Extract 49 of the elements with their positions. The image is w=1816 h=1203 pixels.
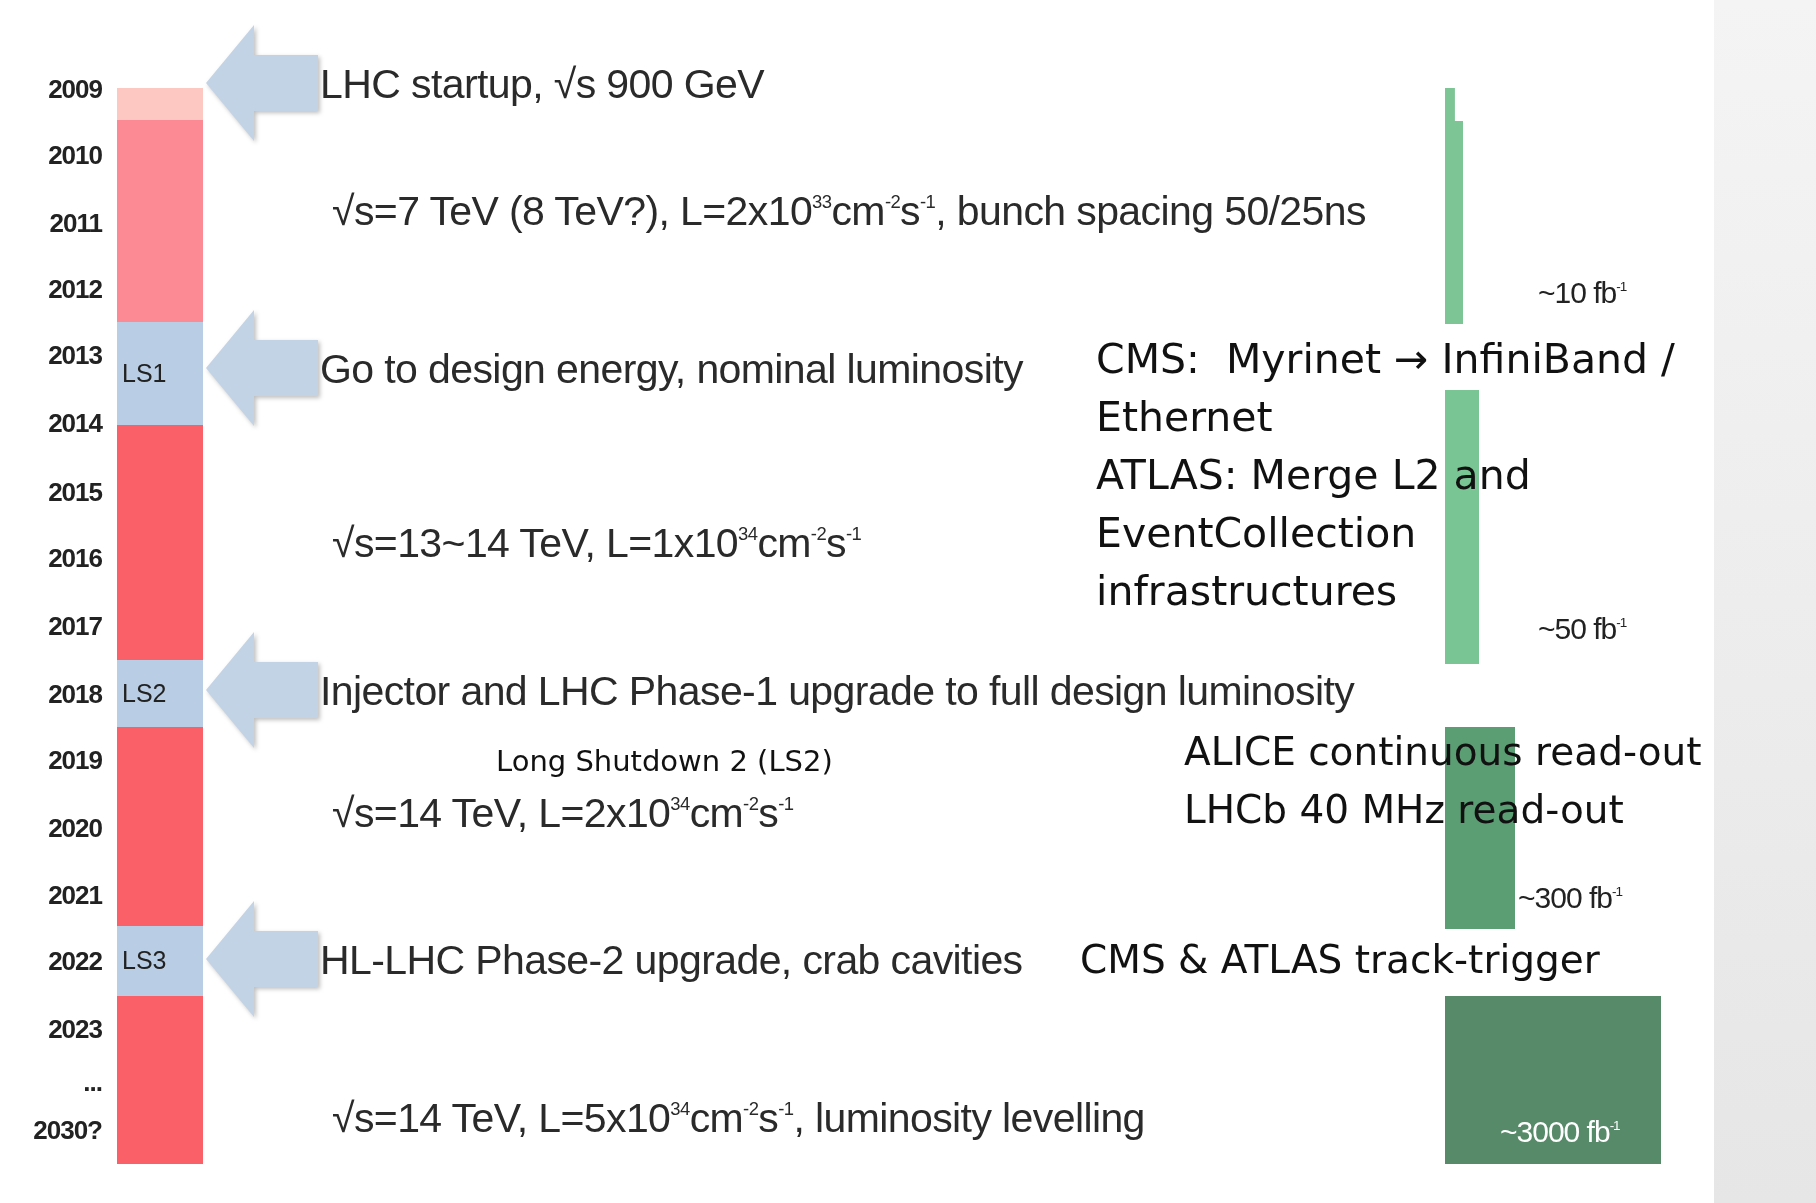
parameter-text: √s=13~14 TeV, L=1x10$^{34}$cm$^{-2}$s$^{-1}$	[332, 520, 862, 568]
note-text: CMS & ATLAS track-trigger	[1080, 938, 1600, 983]
event-text: Go to design energy, nominal luminosity	[320, 346, 1023, 394]
luminosity-label: ~3000 fb$^{-1}$	[1500, 1115, 1620, 1150]
year-label: 2021	[47, 881, 102, 911]
timeline-segment	[117, 88, 203, 120]
parameter-text: √s=14 TeV, L=2x10$^{34}$cm$^{-2}$s$^{-1}$	[332, 790, 794, 838]
block-arrow	[206, 901, 318, 1017]
year-label: 2016	[47, 544, 102, 574]
year-label: 2020	[47, 814, 102, 844]
timeline-segment	[117, 727, 203, 926]
shutdown-label: LS1	[122, 358, 167, 388]
year-label: 2030?	[32, 1116, 102, 1146]
timeline-segment	[117, 425, 203, 660]
year-label: 2015	[47, 478, 102, 508]
luminosity-bar	[1445, 88, 1463, 324]
luminosity-label: ~10 fb$^{-1}$	[1538, 276, 1627, 311]
block-arrow	[206, 310, 318, 426]
year-label: 2010	[47, 141, 102, 171]
year-label: 2011	[48, 209, 102, 239]
timeline-segment	[117, 996, 203, 1164]
year-label: ...	[82, 1068, 102, 1098]
block-arrow	[206, 25, 318, 141]
year-label: 2009	[47, 75, 102, 105]
note-text: CMS: Myrinet → InfiniBand / Ethernet	[1096, 334, 1676, 443]
year-label: 2018	[47, 680, 102, 710]
event-text: LHC startup, √s 900 GeV	[320, 61, 764, 109]
timeline-segment	[117, 926, 203, 996]
shutdown-label: LS2	[122, 678, 167, 708]
event-text: HL-LHC Phase-2 upgrade, crab cavities	[320, 937, 1023, 985]
year-label: 2014	[47, 409, 102, 439]
timeline-segment	[117, 660, 203, 727]
year-label: 2013	[47, 341, 102, 371]
timeline-segment	[117, 120, 203, 322]
shutdown-label: LS3	[122, 946, 167, 975]
parameter-text: √s=7 TeV (8 TeV?), L=2x10$^{33}$cm$^{-2}$s$^{-1}$, bunch spacing 50/25ns	[332, 188, 1366, 236]
note-text: Long Shutdown 2 (LS2)	[496, 745, 833, 779]
year-label: 2022	[47, 947, 102, 977]
year-label: 2023	[47, 1015, 102, 1045]
timeline-segment	[117, 322, 203, 425]
luminosity-label: ~50 fb$^{-1}$	[1538, 612, 1627, 647]
luminosity-label: ~300 fb$^{-1}$	[1518, 881, 1622, 916]
parameter-text: √s=14 TeV, L=5x10$^{34}$cm$^{-2}$s$^{-1}$, luminosity levelling	[332, 1095, 1145, 1143]
event-text: Injector and LHC Phase-1 upgrade to full design luminosity	[320, 668, 1355, 716]
year-label: 2017	[47, 612, 102, 642]
year-label: 2012	[47, 275, 102, 305]
year-label: 2019	[47, 746, 102, 776]
luminosity-bar	[1445, 996, 1661, 1164]
block-arrow	[206, 632, 318, 748]
